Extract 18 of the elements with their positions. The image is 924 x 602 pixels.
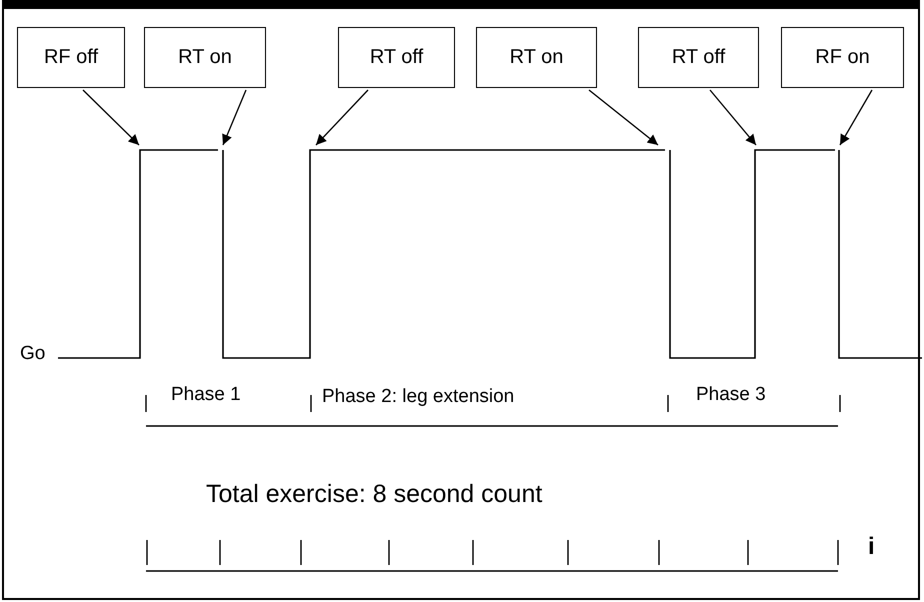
event-box: RT off xyxy=(638,27,759,88)
phase-label: Phase 2: leg extension xyxy=(322,386,514,408)
scale-end-label: i xyxy=(868,533,875,561)
event-box: RT off xyxy=(338,27,455,88)
phase-label: Phase 1 xyxy=(171,384,241,406)
arrow xyxy=(710,90,756,146)
signal-label: Go xyxy=(20,343,46,365)
arrow xyxy=(82,90,140,146)
event-box: RF on xyxy=(781,27,904,88)
total-label: Total exercise: 8 second count xyxy=(206,480,542,509)
arrow xyxy=(316,90,368,146)
phase-label: Phase 3 xyxy=(696,384,766,406)
event-box: RT on xyxy=(144,27,266,88)
arrow xyxy=(222,90,247,146)
event-box: RT on xyxy=(476,27,597,88)
arrow xyxy=(839,90,873,146)
arrow xyxy=(588,90,658,146)
event-box: RF off xyxy=(17,27,125,88)
